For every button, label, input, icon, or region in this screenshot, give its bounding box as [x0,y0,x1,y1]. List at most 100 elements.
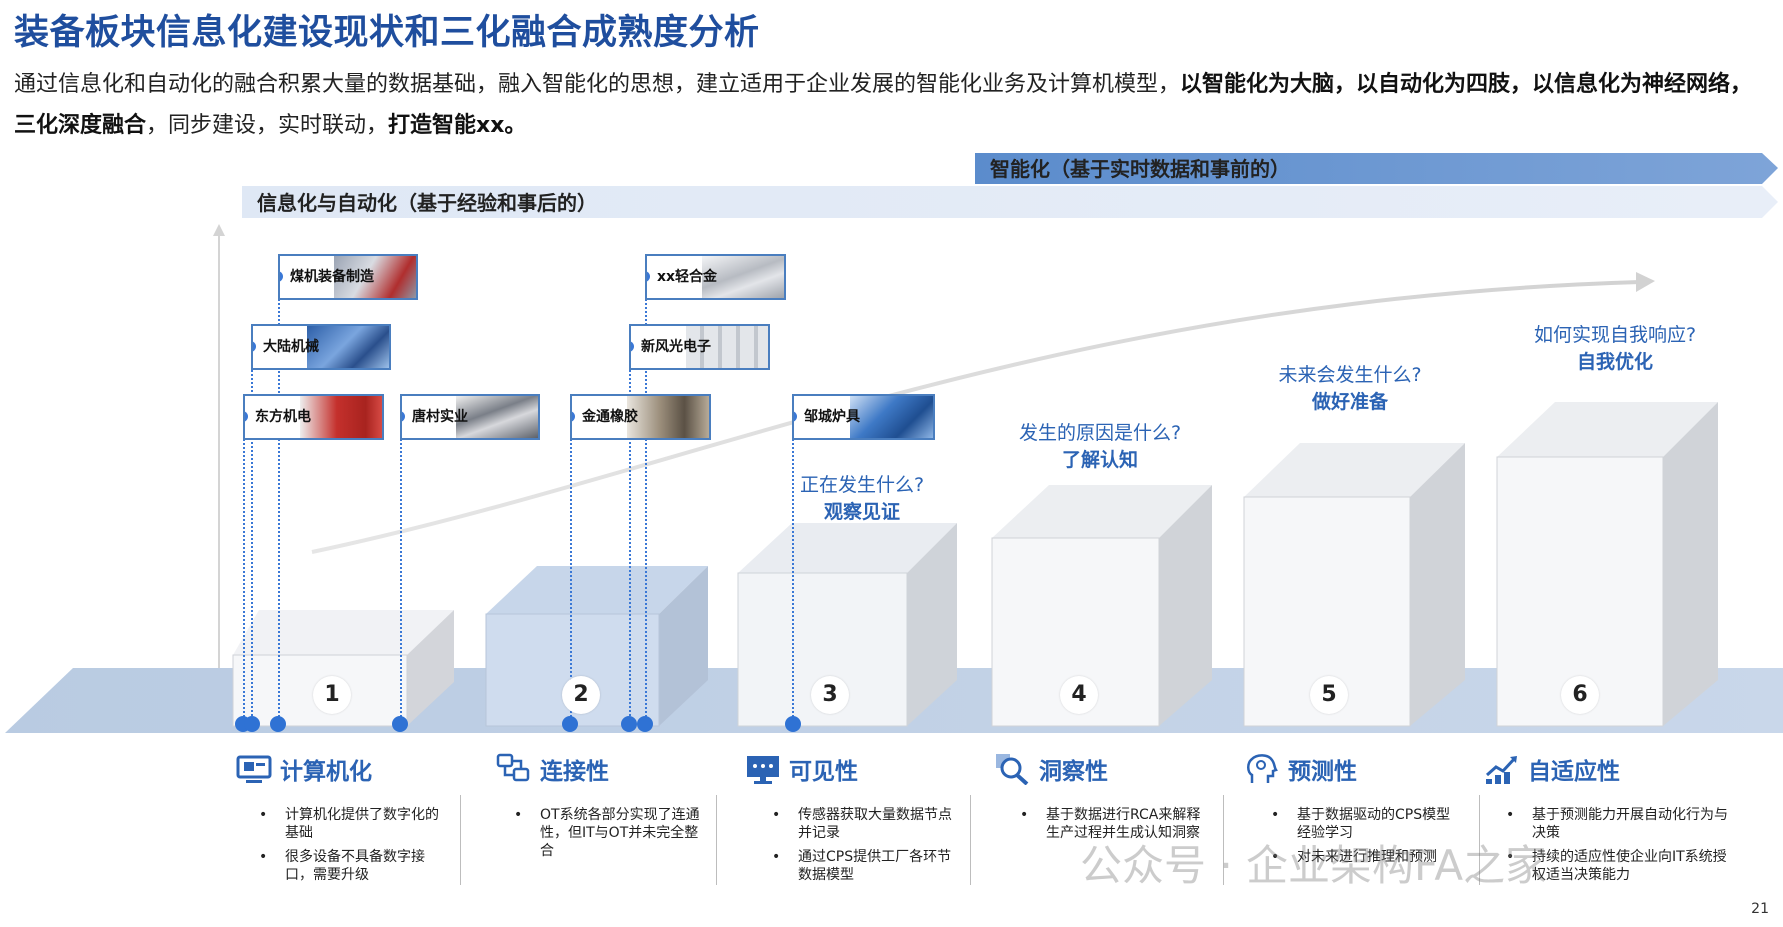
company-dot [253,341,256,352]
connector-line [570,416,572,724]
company-label: 邹城炉具 [804,409,860,425]
column-divider [1223,795,1224,885]
stage-question: 如何实现自我响应? 自我优化 [1515,320,1715,374]
band-intelligent-label: 智能化（基于实时数据和事前的） [990,157,1290,181]
stage-question-answer: 观察见证 [823,501,900,523]
column-divider [716,795,717,885]
y-axis-arrow [213,224,225,236]
stage-number: 6 [1561,676,1599,714]
company-label: xx轻合金 [657,269,718,285]
stage-question-answer: 了解认知 [1061,449,1138,471]
connector-line [629,346,631,724]
company-dot [647,271,650,282]
capability-predictive: 预测性 [1244,752,1357,786]
stage-question-answer: 做好准备 [1311,391,1388,413]
company-label: 金通橡胶 [582,409,638,425]
capability-title: 计算机化 [280,759,372,785]
connector-line [243,416,245,724]
stage-question-text: 未来会发生什么? [1278,364,1422,386]
company-label: 大陆机械 [263,339,319,355]
stage-question: 未来会发生什么? 做好准备 [1260,360,1440,414]
company-card: 大陆机械 [251,324,391,370]
intro-part-bold: 以智能化为大脑，以自动化为四肢，以信息化为神经网络，三化深度融合 [14,72,1753,138]
magnifier-icon [996,754,1029,785]
company-card: 邹城炉具 [792,394,935,440]
company-label: 东方机电 [255,409,311,425]
intro-part-bold: 打造智能xx。 [388,113,527,138]
page-number: 21 [1751,901,1769,917]
watermark: 公众号 · 企业架构FA之家 [1080,841,1548,890]
company-dot [245,411,248,422]
capability-bullets: 基于数据驱动的CPS模型经验学习 对未来进行推理和预测 [1271,806,1462,872]
capability-bullets: 计算机化提供了数字化的基础 很多设备不具备数字接口，需要升级 [259,806,445,890]
bullet-item: OT系统各部分实现了连通性，但IT与OT并未完全整合 [514,806,705,860]
company-card: xx轻合金 [645,254,786,300]
company-photo [456,396,538,438]
capability-visibility: 可见性 [745,752,858,786]
capability-title: 洞察性 [1039,759,1108,785]
stage-number: 4 [1060,676,1098,714]
computer-icon [236,755,272,783]
company-card: 金通橡胶 [570,394,711,440]
bullet-item: 基于数据进行RCA来解释生产过程并生成认知洞察 [1020,806,1206,842]
company-card: 唐村实业 [400,394,540,440]
stage-question-text: 如何实现自我响应? [1533,324,1697,346]
band-intelligent [975,153,1778,184]
capability-title: 自适应性 [1528,759,1620,785]
company-card: 东方机电 [243,394,384,440]
connector-line [792,416,794,724]
stage-question-answer: 自我优化 [1576,351,1653,373]
intro-paragraph: 通过信息化和自动化的融合积累大量的数据基础，融入智能化的思想，建立适用于企业发展… [14,64,1769,146]
capability-computerization: 计算机化 [236,752,372,786]
stage-number: 2 [562,676,600,714]
stage-question: 发生的原因是什么? 了解认知 [1000,418,1200,472]
connector-line [251,346,253,724]
company-dot [402,411,405,422]
company-label: 新风光电子 [641,339,711,355]
company-photo [334,256,416,298]
capability-title: 连接性 [540,759,609,785]
company-photo [685,326,768,368]
capability-title: 可见性 [789,759,858,785]
capability-title: 预测性 [1288,759,1357,785]
connectivity-icon [496,753,530,782]
company-dot [794,411,797,422]
intro-part: 通过信息化和自动化的融合积累大量的数据基础，融入智能化的思想，建立适用于企业发展… [14,72,1181,97]
company-photo [626,396,709,438]
company-photo [701,256,784,298]
company-card: 煤机装备制造 [278,254,418,300]
capability-adaptive: 自适应性 [1484,752,1620,786]
band-informatization [242,186,1778,218]
bullet-item: 很多设备不具备数字接口，需要升级 [259,848,445,884]
company-label: 唐村实业 [412,409,468,425]
stage-number: 5 [1310,676,1348,714]
bullet-item: 对未来进行推理和预测 [1271,848,1462,866]
growth-chart-icon [1486,756,1517,784]
timeline-dot [270,716,286,732]
company-dot [280,271,283,282]
connector-line [400,416,402,724]
head-icon [1247,754,1278,783]
cube-1 [232,610,454,727]
timeline-dot [392,716,408,732]
monitor-icon [747,756,779,784]
company-photo [849,396,933,438]
capability-insight: 洞察性 [995,752,1108,786]
cube-5 [1243,443,1465,727]
timeline-dot [244,716,260,732]
growth-curve [311,280,1641,554]
stage-number: 1 [313,676,351,714]
band-informatization-label: 信息化与自动化（基于经验和事后的） [257,191,597,215]
stage-question: 正在发生什么? 观察见证 [782,470,942,524]
company-dot [572,411,575,422]
timeline-dot [562,716,578,732]
bullet-item: 持续的适应性使企业向IT系统授权适当决策能力 [1506,848,1737,884]
column-divider [1479,795,1480,885]
timeline-dot [621,716,637,732]
bullet-item: 计算机化提供了数字化的基础 [259,806,445,842]
timeline-dot [637,716,653,732]
growth-curve-arrow [1636,272,1655,292]
bullet-item: 通过CPS提供工厂各环节数据模型 [772,848,963,884]
company-label: 煤机装备制造 [290,269,374,285]
